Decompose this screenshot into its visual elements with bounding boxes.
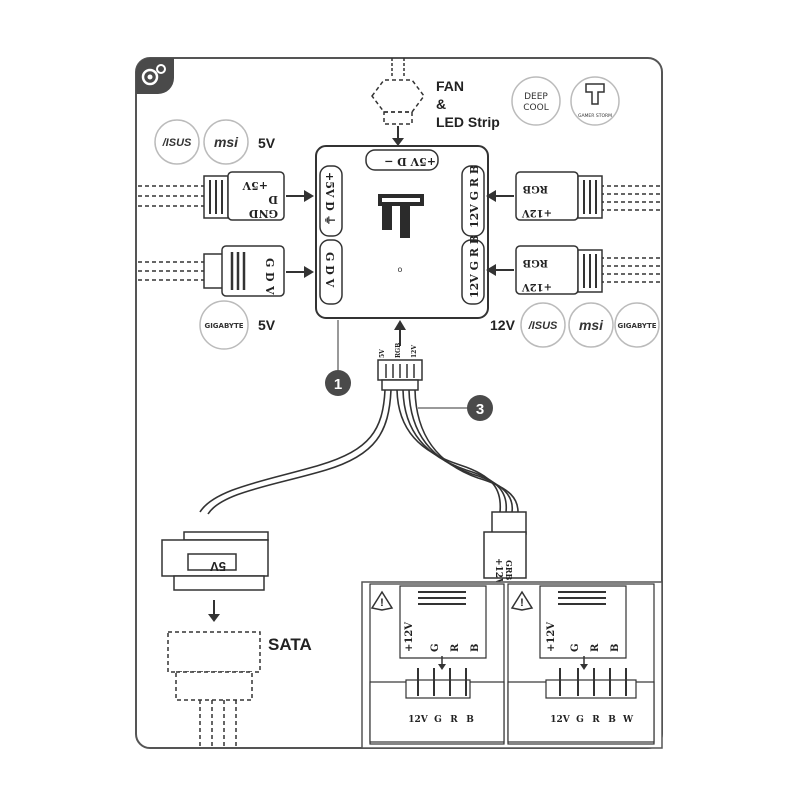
hub-left-upper-port-label: +5V D ⏚ <box>323 172 336 226</box>
warning-icon-right: ! <box>510 590 534 611</box>
msi-badge-right: msi <box>568 302 614 348</box>
sata-power-connector <box>167 631 261 746</box>
msi-badge-top: msi <box>203 119 249 165</box>
hub-right-lower-port-label: 12V G R B <box>468 235 481 298</box>
left-lower-pin-g: G <box>263 258 276 267</box>
svg-text:!: ! <box>520 597 524 609</box>
y-cable-wires <box>199 389 519 515</box>
hub-right-upper-port-label: 12V G R B <box>468 165 481 228</box>
svg-text:DEEP: DEEP <box>524 92 548 102</box>
rgb-plug-label-grb: GRB <box>504 560 514 580</box>
y-cable-connector <box>377 359 423 391</box>
right-lower-pin-12v: +12V <box>522 281 552 292</box>
left-upper-pin-d: D <box>268 193 278 206</box>
hub-top-port-label: +5V D − <box>384 155 436 168</box>
svg-text:GAMER STORM: GAMER STORM <box>578 113 612 119</box>
bottom-pin-rgb: RGB <box>395 343 402 358</box>
rgb-plug <box>483 511 527 579</box>
left-lower-pin-d: D <box>263 272 276 282</box>
right-panel-pin-g: G <box>570 643 581 652</box>
left-upper-cable <box>138 171 285 221</box>
hub-left-lower-port-label: G D V <box>323 252 336 288</box>
deepcool-logo: DEEP COOL <box>511 76 561 126</box>
voltage-5v-top-label: 5V <box>258 135 276 151</box>
svg-text:msi: msi <box>579 317 604 333</box>
compatibility-panel-left <box>369 583 505 745</box>
right-panel-bottom-r: R <box>592 715 600 725</box>
right-panel-bottom-w: W <box>622 715 634 725</box>
ampersand-label: & <box>436 96 446 112</box>
right-panel-bottom-g: G <box>576 715 584 725</box>
left-panel-bottom-b: B <box>466 715 474 725</box>
fan-label: FAN <box>436 78 464 94</box>
gigabyte-badge-left: GIGABYTE <box>199 300 249 350</box>
left-upper-pin-gnd: GND <box>249 207 278 220</box>
gamerstorm-logo: GAMER STORM <box>570 76 620 126</box>
left-panel-pin-b: B <box>470 644 481 652</box>
fan-led-connector <box>371 58 425 146</box>
rgb-hub <box>315 145 489 319</box>
hub-status-indicator: o <box>398 265 403 274</box>
rgb-plug-label-12v: +12V <box>493 558 503 586</box>
sata-plug-label: 5V <box>210 559 226 574</box>
left-lower-cable <box>138 245 285 297</box>
voltage-12v-label: 12V <box>490 317 516 333</box>
callout-3: 3 <box>467 395 493 421</box>
left-upper-pin-5v: +5V <box>242 179 268 192</box>
voltage-5v-bottom-label: 5V <box>258 317 276 333</box>
compatibility-panel-right <box>507 583 655 745</box>
callout-1: 1 <box>325 370 351 396</box>
left-panel-bottom-g: G <box>434 715 442 725</box>
left-panel-pin-g: G <box>430 643 441 652</box>
svg-text:GIGABYTE: GIGABYTE <box>617 322 656 330</box>
asus-badge-top: /ISUS <box>154 119 200 165</box>
svg-text:1: 1 <box>334 376 342 393</box>
left-panel-pin-12v: +12V <box>404 622 415 652</box>
led-strip-label: LED Strip <box>436 114 500 130</box>
right-panel-pin-12v: +12V <box>546 622 557 652</box>
right-panel-bottom-12v: 12V <box>550 715 571 725</box>
gear-icon <box>136 58 174 94</box>
sata-label: SATA <box>268 635 312 654</box>
svg-text:/ISUS: /ISUS <box>528 320 558 332</box>
svg-text:GIGABYTE: GIGABYTE <box>204 322 243 330</box>
right-panel-bottom-b: B <box>608 715 616 725</box>
left-panel-bottom-12v: 12V <box>408 715 429 725</box>
right-upper-cable <box>515 171 660 221</box>
right-lower-cable <box>515 245 660 295</box>
asus-badge-right: /ISUS <box>520 302 566 348</box>
right-upper-pin-rgb: RGB <box>523 183 548 194</box>
warning-icon: ! <box>370 590 394 611</box>
right-lower-pin-rgb: RGB <box>523 257 548 268</box>
svg-text:/ISUS: /ISUS <box>162 137 192 149</box>
right-upper-pin-12v: +12V <box>522 207 552 218</box>
left-lower-pin-v: V <box>263 285 276 295</box>
left-panel-bottom-r: R <box>450 715 458 725</box>
bottom-pin-12v: 12V <box>411 345 418 358</box>
svg-text:msi: msi <box>214 134 239 150</box>
left-panel-pin-r: R <box>450 643 461 652</box>
hub-logo <box>378 194 424 238</box>
svg-text:COOL: COOL <box>523 103 548 113</box>
svg-text:!: ! <box>380 597 384 609</box>
svg-text:3: 3 <box>476 401 484 418</box>
bottom-pin-5v: 5V <box>379 349 386 358</box>
right-panel-pin-b: B <box>610 644 621 652</box>
right-panel-pin-r: R <box>590 643 601 652</box>
gigabyte-badge-right: GIGABYTE <box>614 302 660 348</box>
sata-plug <box>161 531 269 591</box>
